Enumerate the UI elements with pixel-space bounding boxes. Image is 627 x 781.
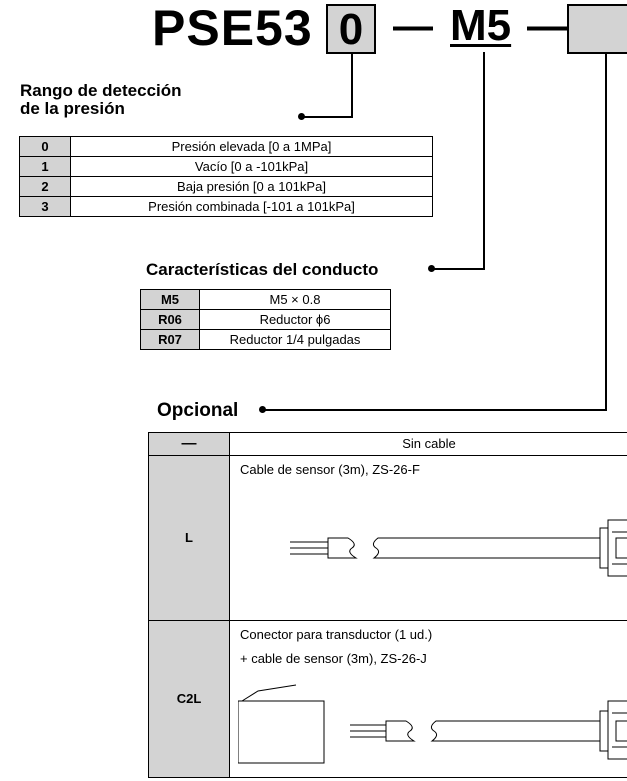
range-code: 2 <box>19 176 71 197</box>
range-code: 3 <box>19 196 71 217</box>
option-cell-l: Cable de sensor (3m), ZS-26-F <box>230 456 627 621</box>
range-text: Vacío [0 a -101kPa] <box>70 156 433 177</box>
option-text: Sin cable <box>230 433 627 456</box>
port-text: M5 × 0.8 <box>199 289 391 310</box>
leader-port-horizontal <box>432 268 485 270</box>
table-row: R07 Reductor 1/4 pulgadas <box>140 329 391 350</box>
option-text: Conector para transductor (1 ud.) <box>240 627 433 642</box>
leader-range-vertical <box>351 52 353 118</box>
table-row: R06 Reductor ϕ6 <box>140 309 391 330</box>
table-row: 0 Presión elevada [0 a 1MPa] <box>19 136 433 157</box>
leader-option-horizontal <box>263 409 607 411</box>
range-code-box: 0 <box>326 4 376 54</box>
port-code: R06 <box>140 309 200 330</box>
option-code-box <box>567 4 627 54</box>
leader-range-horizontal <box>302 116 353 118</box>
leader-option-vertical <box>605 52 607 411</box>
port-code: M5 <box>450 1 512 50</box>
port-code: M5 <box>140 289 200 310</box>
leader-option-dot <box>259 406 266 413</box>
range-table: 0 Presión elevada [0 a 1MPa] 1 Vacío [0 … <box>19 136 433 217</box>
dash-2: — <box>527 4 567 48</box>
leader-range-dot <box>298 113 305 120</box>
range-code: 0 <box>19 136 71 157</box>
option-cell-c2l: Conector para transductor (1 ud.) + cabl… <box>230 621 627 777</box>
option-heading: Opcional <box>157 400 239 421</box>
option-code: L <box>149 456 230 621</box>
port-text: Reductor 1/4 pulgadas <box>199 329 391 350</box>
port-heading: Características del conducto <box>146 260 379 279</box>
table-row: 2 Baja presión [0 a 101kPa] <box>19 176 433 197</box>
port-table: M5 M5 × 0.8 R06 Reductor ϕ6 R07 Reductor… <box>140 289 391 350</box>
option-text: Cable de sensor (3m), ZS-26-F <box>240 462 420 477</box>
port-code: R07 <box>140 329 200 350</box>
range-heading-line2: de la presión <box>20 99 125 118</box>
option-table: — Sin cable L Cable de sensor (3m), ZS-2… <box>148 432 627 778</box>
connector-cable-icon <box>238 684 627 764</box>
range-text: Baja presión [0 a 101kPa] <box>70 176 433 197</box>
option-code: C2L <box>149 621 230 777</box>
range-code: 1 <box>19 156 71 177</box>
option-text: + cable de sensor (3m), ZS-26-J <box>240 651 427 666</box>
model-prefix: PSE53 <box>152 0 313 56</box>
table-row: 3 Presión combinada [-101 a 101kPa] <box>19 196 433 217</box>
option-code: — <box>149 433 230 456</box>
range-heading-line1: Rango de detección <box>20 81 182 100</box>
dash-1: — <box>393 4 433 48</box>
leader-port-vertical <box>483 52 485 270</box>
table-row: M5 M5 × 0.8 <box>140 289 391 310</box>
table-row: 1 Vacío [0 a -101kPa] <box>19 156 433 177</box>
leader-port-dot <box>428 265 435 272</box>
range-text: Presión combinada [-101 a 101kPa] <box>70 196 433 217</box>
port-text: Reductor ϕ6 <box>199 309 391 330</box>
range-text: Presión elevada [0 a 1MPa] <box>70 136 433 157</box>
sensor-cable-icon <box>290 519 627 577</box>
